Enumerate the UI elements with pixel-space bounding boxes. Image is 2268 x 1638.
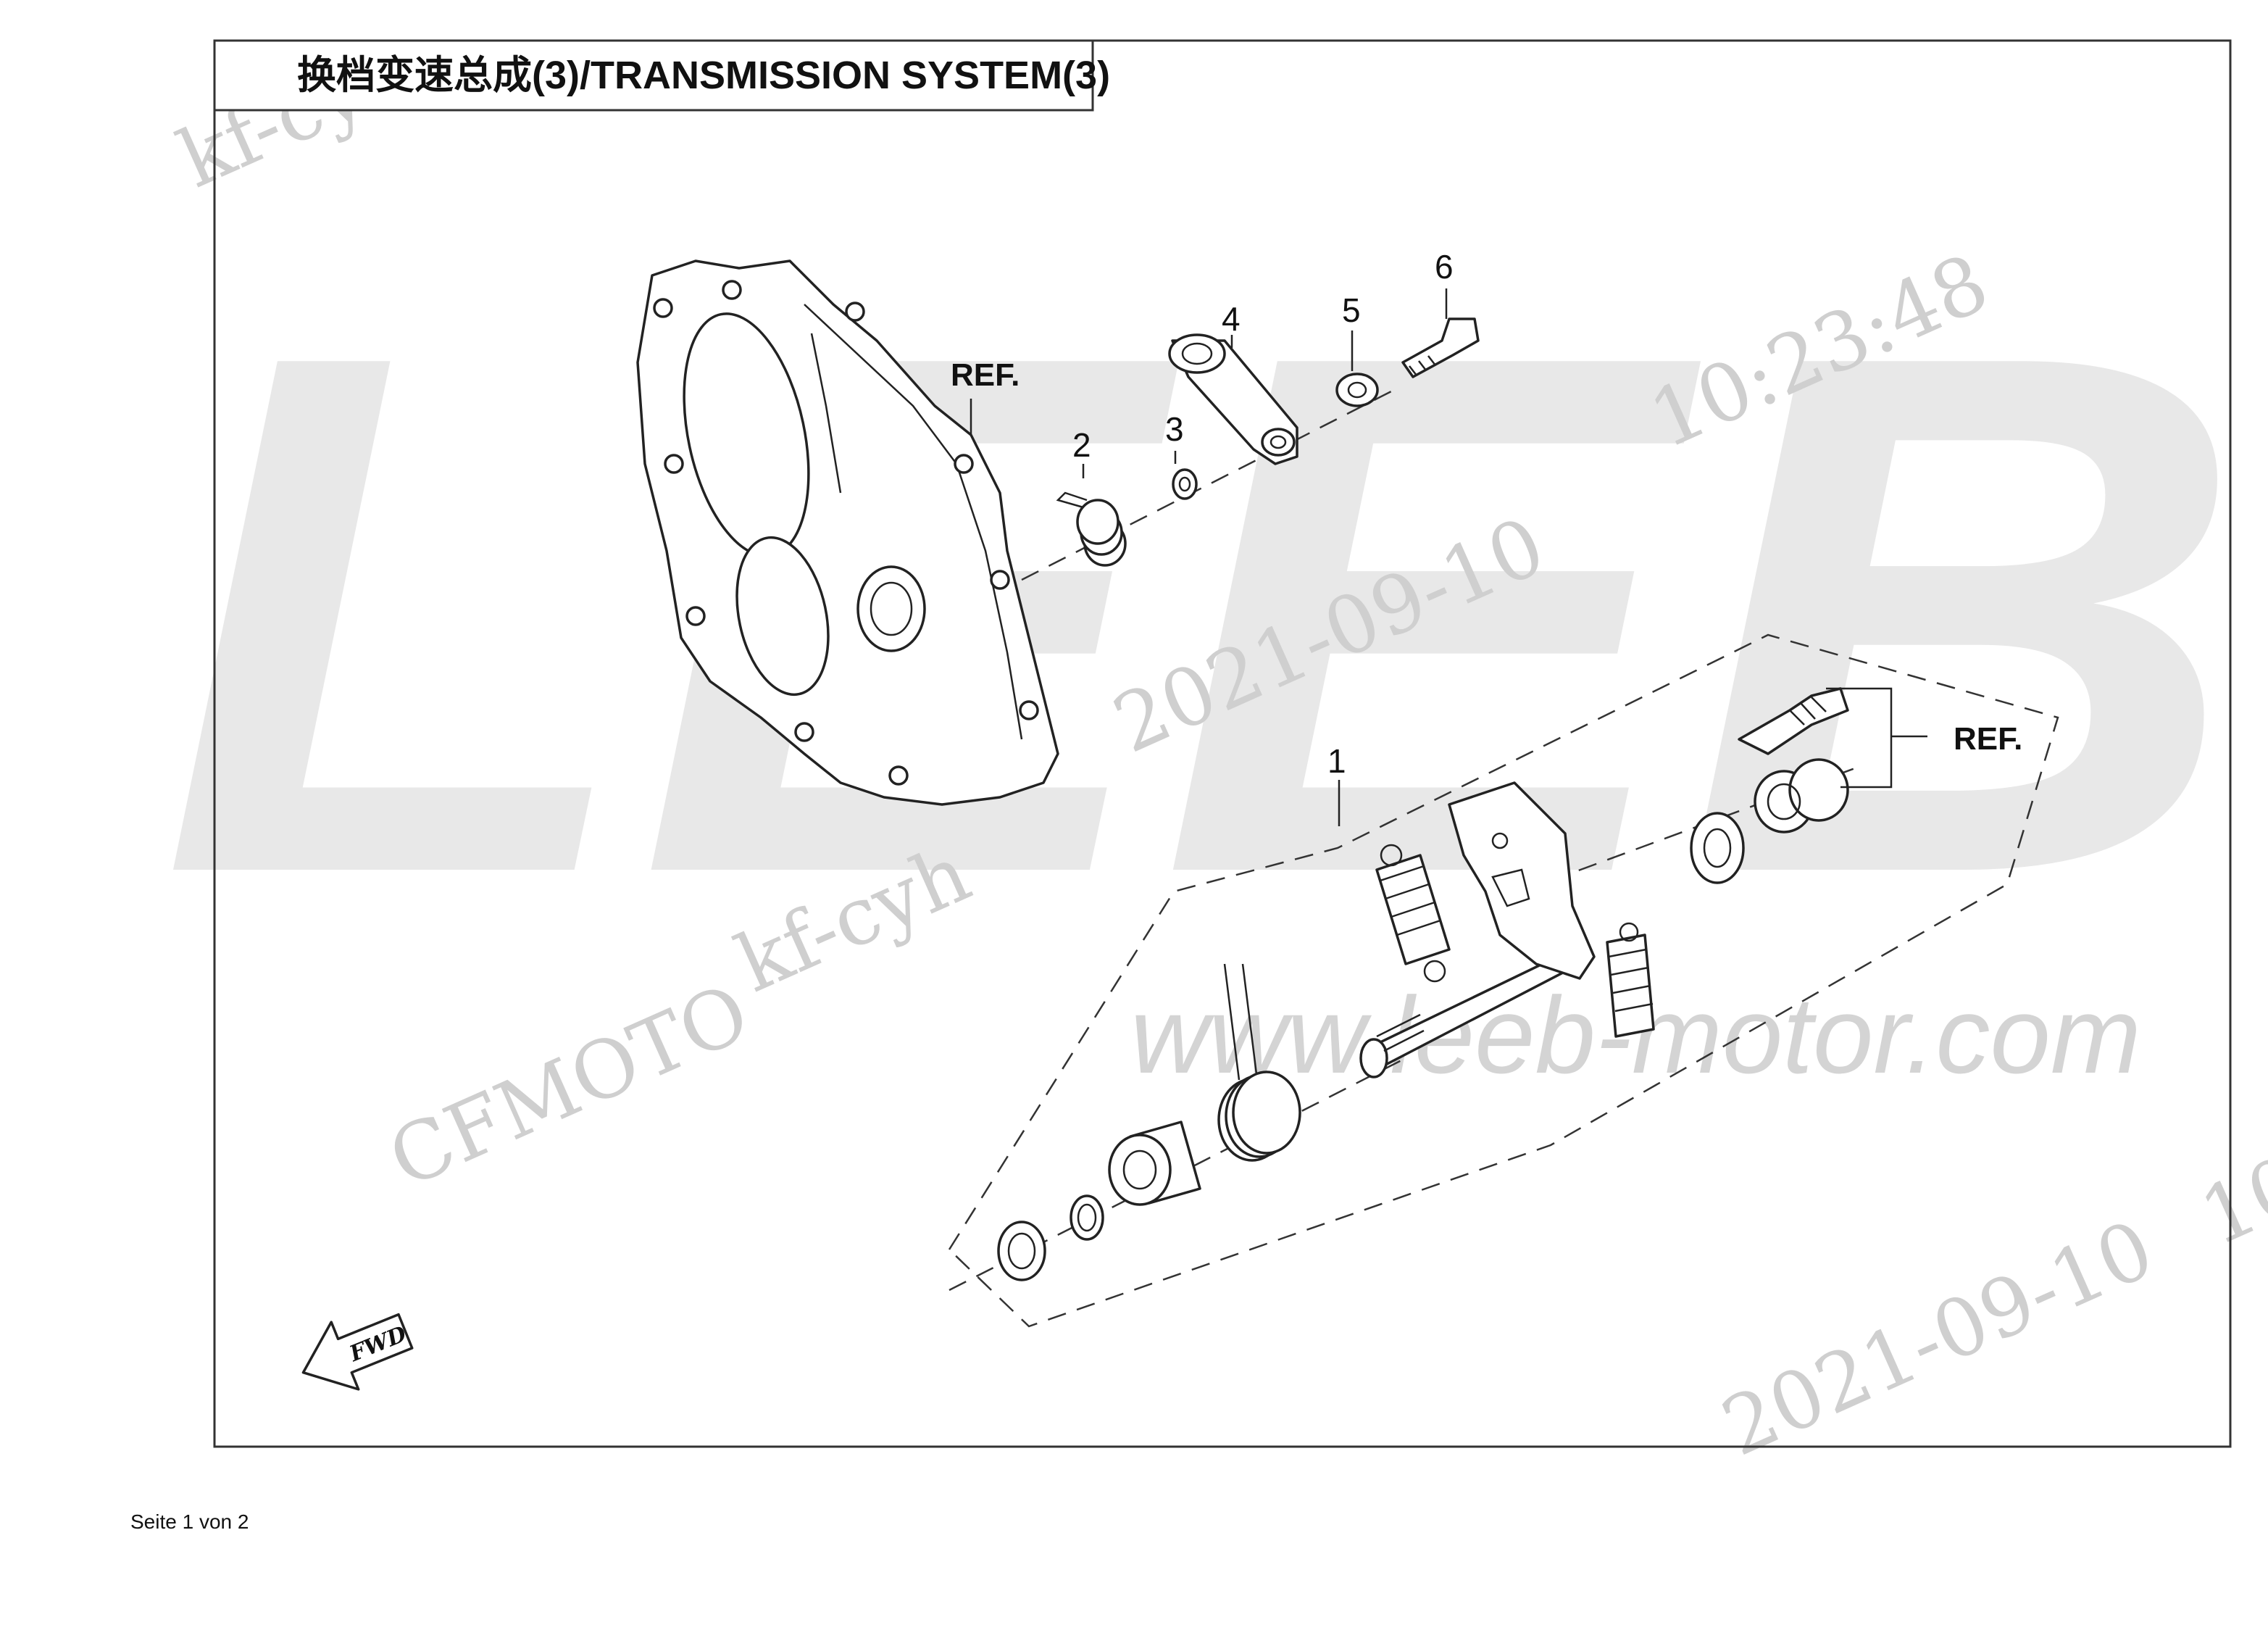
part-3-washer xyxy=(1172,468,1198,500)
part-2-spring xyxy=(1056,491,1127,567)
callout-4: 4 xyxy=(1222,300,1241,338)
ref-needle-bearing xyxy=(1754,758,1849,833)
assembly-1-boundary xyxy=(948,633,2059,1328)
date-watermark-bottom: 2021-09-10 xyxy=(1709,1202,2167,1474)
axis-upper xyxy=(1021,390,1392,581)
page-footer: Seite 1 von 2 xyxy=(130,1510,249,1533)
return-spring-lower xyxy=(1606,922,1655,1038)
flange-bushing xyxy=(1690,812,1745,884)
time-watermark-bottom: 10 xyxy=(2188,1138,2268,1264)
ref-bracket xyxy=(1826,687,1927,789)
part-6-bolt xyxy=(1401,317,1480,378)
diagram-title: 换档变速总成(3)/TRANSMISSION SYSTEM(3) xyxy=(297,54,1110,97)
ref-stud-bolt xyxy=(1738,687,1849,755)
part-5-washer xyxy=(1335,373,1379,407)
torsion-spring xyxy=(1217,963,1301,1162)
ref-label-assembly: REF. xyxy=(1954,721,2022,757)
callout-1: 1 xyxy=(1327,742,1346,780)
fwd-arrow-icon: FWD xyxy=(301,1313,414,1391)
callout-5: 5 xyxy=(1342,291,1361,329)
callout-2: 2 xyxy=(1072,426,1091,464)
washer-lower xyxy=(997,1221,1046,1281)
callout-6: 6 xyxy=(1435,248,1454,286)
diagram-frame xyxy=(213,39,2232,1448)
shift-plate xyxy=(1448,781,1596,980)
part-4-shift-arm xyxy=(1168,333,1298,465)
ref-label-cover: REF. xyxy=(951,357,1020,393)
circlip xyxy=(1070,1194,1104,1241)
gearbox-cover xyxy=(636,259,1059,806)
title-box: 换档变速总成(3)/TRANSMISSION SYSTEM(3) xyxy=(213,39,1110,112)
return-spring-upper xyxy=(1375,844,1451,983)
bushing-lower xyxy=(1108,1121,1201,1206)
callout-3: 3 xyxy=(1165,410,1184,448)
